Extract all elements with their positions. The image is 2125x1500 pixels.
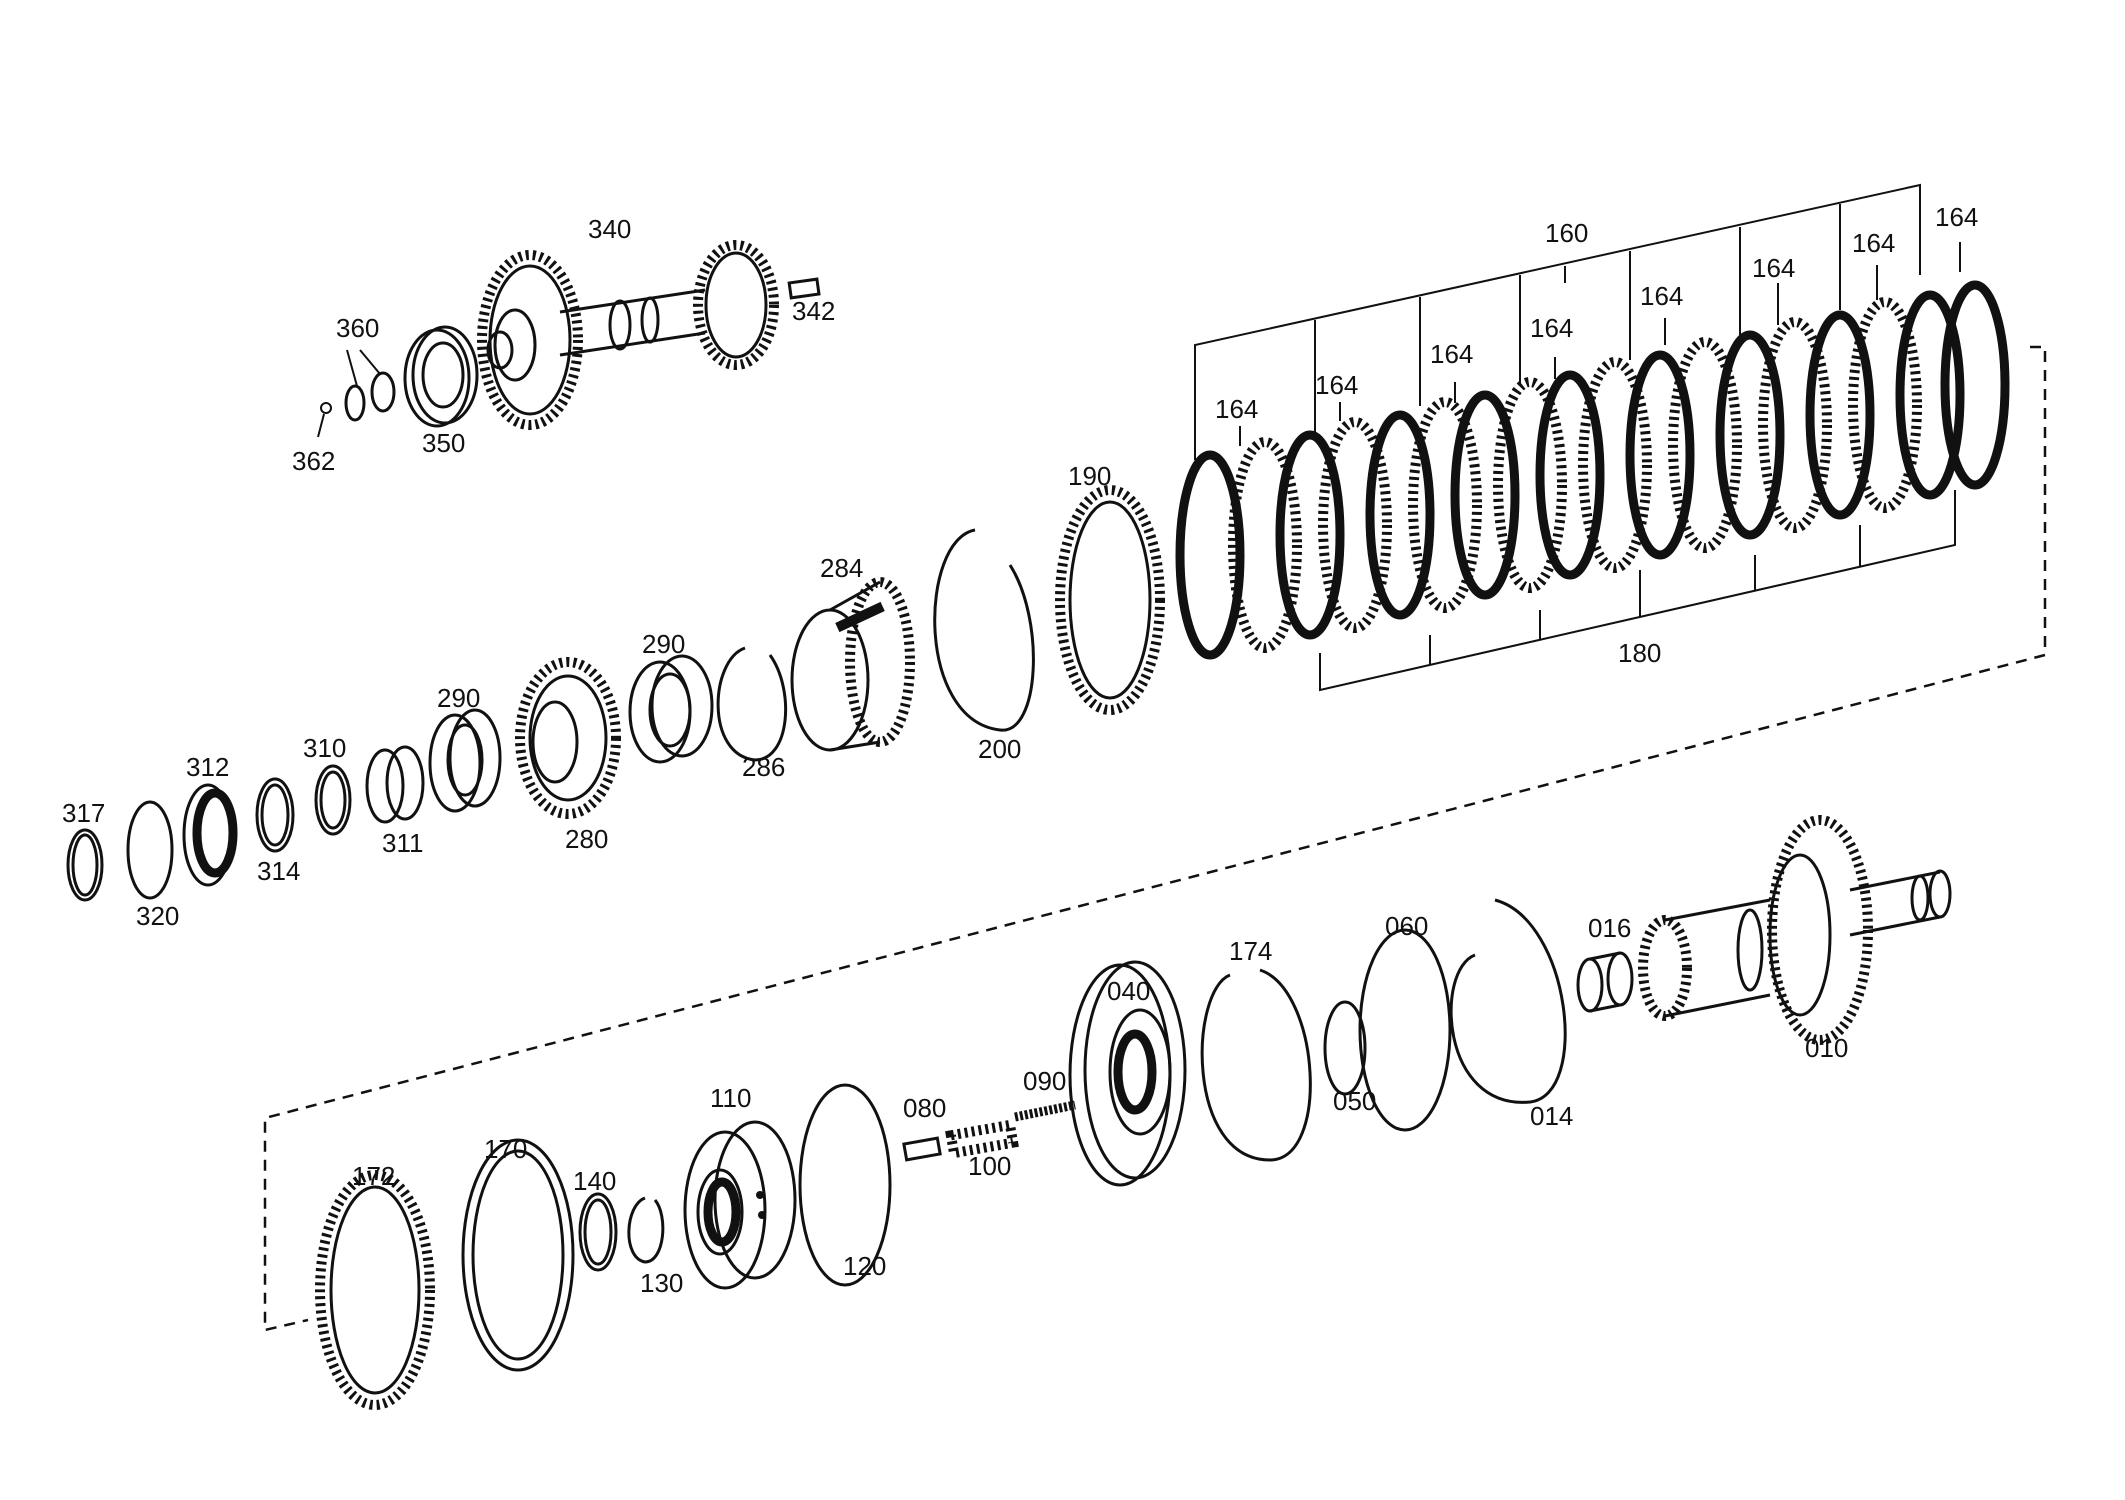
part-312-bearing — [182, 783, 238, 887]
label-040: 040 — [1107, 976, 1150, 1006]
part-170-disk — [461, 1138, 575, 1372]
part-014-snap-ring — [1449, 898, 1567, 1104]
part-016-bushing — [1576, 951, 1634, 1013]
label-016: 016 — [1588, 913, 1631, 943]
label-164: 164 — [1315, 370, 1358, 400]
part-362-ball — [317, 402, 332, 438]
label-164: 164 — [1530, 313, 1573, 343]
label-140: 140 — [573, 1166, 616, 1196]
part-040-piston — [1068, 960, 1187, 1187]
label-060: 060 — [1385, 911, 1428, 941]
label-360: 360 — [336, 313, 379, 343]
label-164: 164 — [1640, 281, 1683, 311]
part-320-ring — [126, 800, 174, 900]
label-164: 164 — [1430, 339, 1473, 369]
label-170: 170 — [484, 1134, 527, 1164]
label-320: 320 — [136, 901, 179, 931]
label-290: 290 — [437, 683, 480, 713]
label-174: 174 — [1229, 936, 1272, 966]
label-180: 180 — [1618, 638, 1661, 668]
part-310-ring — [314, 764, 352, 836]
label-350: 350 — [422, 428, 465, 458]
part-290b-bearing — [628, 654, 714, 764]
label-014: 014 — [1530, 1101, 1573, 1131]
part-100-spring — [945, 1119, 1019, 1159]
label-286: 286 — [742, 752, 785, 782]
part-060-ring — [1358, 928, 1452, 1132]
part-200-snap-ring — [933, 528, 1035, 732]
label-080: 080 — [903, 1093, 946, 1123]
label-090: 090 — [1023, 1066, 1066, 1096]
label-310: 310 — [303, 733, 346, 763]
label-172: 172 — [352, 1161, 395, 1191]
part-110-piston-housing — [683, 1120, 797, 1290]
label-010: 010 — [1805, 1033, 1848, 1063]
label-190: 190 — [1068, 461, 1111, 491]
label-164: 164 — [1935, 202, 1978, 232]
part-050-ring — [1323, 1000, 1367, 1096]
part-350-bearing — [403, 325, 479, 428]
part-174-snap-ring — [1200, 968, 1312, 1162]
label-160: 160 — [1545, 218, 1588, 248]
part-342-pin — [787, 277, 821, 300]
clutch-pack-disks — [1175, 280, 2010, 660]
label-164: 164 — [1852, 228, 1895, 258]
label-340: 340 — [588, 214, 631, 244]
part-140-ring — [578, 1192, 618, 1272]
bracket-180 — [1319, 490, 1956, 692]
leader-164 — [1239, 242, 1961, 446]
label-290: 290 — [642, 629, 685, 659]
part-120-ring — [798, 1083, 892, 1287]
label-110: 110 — [710, 1083, 751, 1113]
part-314-ring — [255, 777, 295, 853]
label-314: 314 — [257, 856, 300, 886]
label-312: 312 — [186, 752, 229, 782]
part-080-valve — [902, 1136, 942, 1162]
part-317-ring — [66, 828, 104, 902]
part-130-ring — [627, 1196, 665, 1264]
label-311: 311 — [382, 828, 423, 858]
part-290a-bearing — [428, 708, 502, 813]
part-190-disk — [1055, 485, 1165, 715]
dashed-group-boundary — [263, 345, 2047, 1332]
part-172-disk — [315, 1170, 435, 1410]
part-280-gear — [515, 657, 621, 819]
part-labels: 340 342 360 362 350 160 164 164 164 164 … — [62, 202, 1978, 1298]
part-360-rings — [344, 349, 396, 422]
part-286-ring — [716, 646, 788, 762]
label-317: 317 — [62, 798, 105, 828]
label-284: 284 — [820, 553, 863, 583]
part-311-sleeve — [365, 745, 425, 824]
label-280: 280 — [565, 824, 608, 854]
bracket-160 — [1194, 183, 1921, 460]
part-284-drum — [790, 577, 915, 752]
label-164: 164 — [1752, 253, 1795, 283]
part-090-spring — [1014, 1100, 1076, 1122]
label-200: 200 — [978, 734, 1021, 764]
label-362: 362 — [292, 446, 335, 476]
part-340-gear-shaft — [477, 240, 779, 430]
label-130: 130 — [640, 1268, 683, 1298]
part-010-shaft — [1638, 815, 1952, 1045]
label-120: 120 — [843, 1251, 886, 1281]
label-100: 100 — [968, 1151, 1011, 1181]
label-050: 050 — [1333, 1086, 1376, 1116]
label-342: 342 — [792, 296, 835, 326]
label-164: 164 — [1215, 394, 1258, 424]
